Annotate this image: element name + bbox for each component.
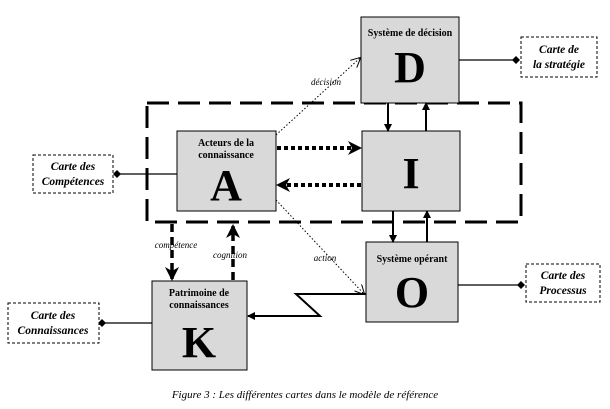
strategy-map-line1: Carte de [539,44,579,56]
operating-system-letter: O [395,268,429,317]
processes-map-line1: Carte des [541,270,586,282]
knowledge-actors-box: Acteurs de la connaissance A [176,130,277,212]
knowledge-actors-title-line2: connaissance [198,150,254,161]
decision-system-title: Système de décision [368,28,453,39]
arrow-actors-to-decision [275,58,360,136]
arrow-actors-to-operating [275,199,364,294]
decision-system-box: Système de décision D [360,16,460,104]
knowledge-actors-title-line1: Acteurs de la [198,138,254,149]
knowledge-heritage-letter: K [182,318,216,367]
strategy-map-box: Carte de la stratégie [520,36,598,78]
information-system-box: I [361,130,461,212]
information-system-boundary [145,101,523,224]
knowledge-map-line1: Carte des [31,310,76,322]
flow-label-cognition: cognition [213,250,247,260]
knowledge-actors-letter: A [210,161,242,210]
flow-label-action: action [314,253,337,263]
operating-system-title: Système opérant [377,254,448,265]
knowledge-heritage-title-line1: Patrimoine de [169,288,230,299]
knowledge-heritage-box: Patrimoine de connaissances K [151,280,248,371]
competences-map-box: Carte des Compétences [32,154,114,194]
competences-map-line2: Compétences [42,176,105,188]
operating-system-box: Système opérant O [365,241,459,323]
processes-map-line2: Processus [539,285,587,297]
information-system-letter: I [402,149,419,198]
knowledge-map-box: Carte des Connaissances [7,302,100,344]
processes-map-box: Carte des Processus [525,263,601,303]
flow-label-competence: compétence [155,240,197,250]
knowledge-heritage-title-line2: connaissances [169,300,229,311]
strategy-map-line2: la stratégie [533,59,585,71]
competences-map-line1: Carte des [51,161,96,173]
flow-label-decision: décision [311,77,341,87]
arrow-operating-to-heritage [247,293,366,320]
knowledge-map-line2: Connaissances [18,325,89,337]
figure-caption: Figure 3 : Les différentes cartes dans l… [171,389,438,401]
decision-system-letter: D [394,43,426,92]
